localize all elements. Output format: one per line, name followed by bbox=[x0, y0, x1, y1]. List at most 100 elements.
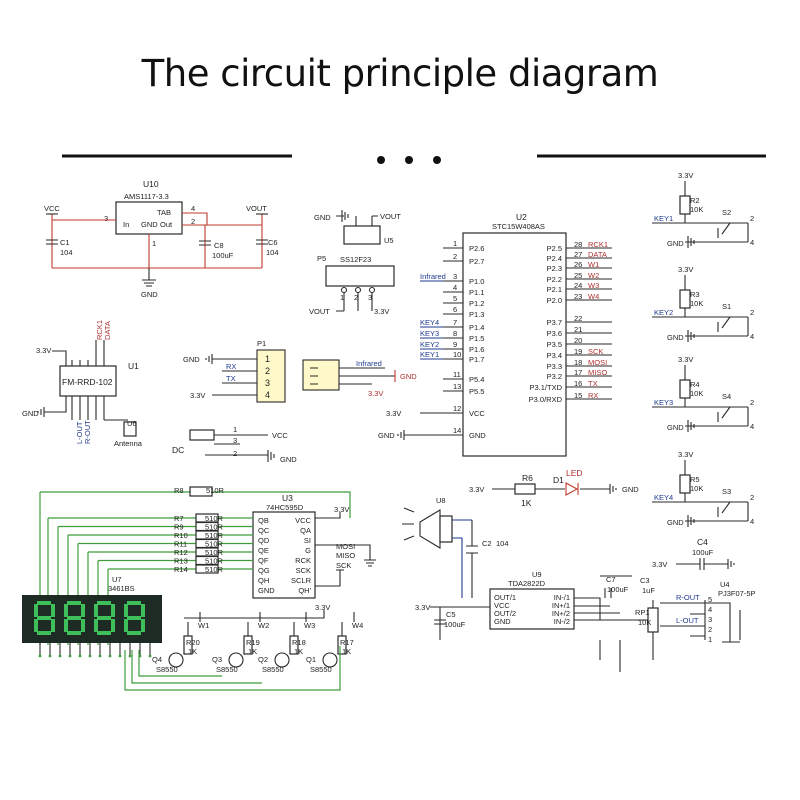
u2-pin-name: P1.5 bbox=[469, 334, 484, 343]
svg-text:4: 4 bbox=[708, 605, 712, 614]
segment bbox=[67, 631, 81, 635]
u2-pin-name: P3.7 bbox=[547, 318, 562, 327]
u2-pin-number: 10 bbox=[453, 350, 461, 359]
u3-pin-name: QH bbox=[258, 576, 269, 585]
segment bbox=[127, 601, 141, 605]
display-pin-dot bbox=[148, 654, 152, 658]
u2-pin-number: 1 bbox=[453, 239, 457, 248]
key-33v: 3.3V bbox=[678, 265, 693, 274]
segment bbox=[97, 601, 111, 605]
u2-vcc-33v: 3.3V bbox=[386, 409, 401, 418]
key-wire bbox=[652, 308, 749, 337]
u3-miso: MISO bbox=[336, 551, 355, 560]
segment bbox=[67, 616, 81, 620]
display-pin-dot bbox=[58, 654, 62, 658]
u9-part: TDA2822D bbox=[508, 579, 546, 588]
display-pin-dot bbox=[108, 654, 112, 658]
key-switch-ref: S1 bbox=[722, 302, 731, 311]
segment-resistor-ref: R7 bbox=[174, 514, 184, 523]
transistor-wire bbox=[293, 612, 307, 636]
u2-pin-number: 5 bbox=[453, 294, 457, 303]
u3-ref: U3 bbox=[282, 493, 293, 503]
segment bbox=[81, 619, 85, 632]
segment-resistor-ref: R10 bbox=[174, 531, 188, 540]
u3-part: 74HC595D bbox=[266, 503, 304, 512]
p1-pin4: 4 bbox=[265, 390, 270, 400]
u2-pin-name: VCC bbox=[469, 409, 485, 418]
display-digits bbox=[34, 601, 145, 635]
key-net: KEY1 bbox=[654, 214, 673, 223]
segment bbox=[67, 601, 81, 605]
key-resistor-ref: R5 bbox=[690, 475, 700, 484]
u2-net-label: KEY3 bbox=[420, 329, 439, 338]
u1-ref: U1 bbox=[128, 361, 139, 371]
key-gnd: GND bbox=[667, 518, 684, 527]
ir-33v: 3.3V bbox=[368, 389, 383, 398]
transistor-body bbox=[274, 652, 290, 668]
segment bbox=[124, 604, 128, 617]
u2-pin-number: 6 bbox=[453, 305, 457, 314]
u2-pin-name: P3.2 bbox=[547, 372, 562, 381]
u5-gnd: GND bbox=[314, 213, 331, 222]
transistor-ref: Q1 bbox=[306, 655, 316, 664]
u3-pin-name: QC bbox=[258, 526, 270, 535]
u2-pin-number: 20 bbox=[574, 336, 582, 345]
u10-pin3: 3 bbox=[104, 214, 108, 223]
u2-pin-number: 17 bbox=[574, 368, 582, 377]
key-resistor bbox=[679, 195, 691, 215]
segment bbox=[81, 604, 85, 617]
key-pin: 4 bbox=[750, 422, 754, 431]
display-pins bbox=[38, 643, 152, 658]
u2-pin-number: 25 bbox=[574, 271, 582, 280]
segment bbox=[64, 619, 68, 632]
u7-ref: U7 bbox=[112, 575, 122, 584]
key-resistor-ref: R3 bbox=[690, 290, 700, 299]
segment-resistor-val: 510R bbox=[205, 514, 224, 523]
u1-rck1: RCK1 bbox=[95, 320, 104, 340]
transistor-part: S8550 bbox=[310, 665, 332, 674]
u1-33v: 3.3V bbox=[36, 346, 51, 355]
u3-pin-name: VCC bbox=[295, 516, 311, 525]
u1-rout: R-OUT bbox=[83, 420, 92, 444]
base-resistor-ref: R19 bbox=[246, 638, 260, 647]
segment bbox=[34, 619, 38, 632]
u2-pin-name: P1.0 bbox=[469, 277, 484, 286]
u2-net-label: TX bbox=[588, 379, 598, 388]
rp1-val: 10K bbox=[638, 618, 651, 627]
key-gnd: GND bbox=[667, 333, 684, 342]
key-resistor-val: 10K bbox=[690, 484, 703, 493]
segment-resistor-val: 510R bbox=[205, 540, 224, 549]
u9-pin-name: OUT/1 bbox=[494, 593, 516, 602]
c4-val: 100uF bbox=[692, 548, 714, 557]
segment bbox=[94, 619, 98, 632]
u1-data: DATA bbox=[103, 321, 112, 340]
r8-ref: R8 bbox=[174, 486, 184, 495]
u2-pin-number: 18 bbox=[574, 358, 582, 367]
p1-pin1: 1 bbox=[265, 354, 270, 364]
u10-ref: U10 bbox=[143, 179, 159, 189]
c7-ref: C7 bbox=[606, 575, 616, 584]
segment bbox=[127, 616, 141, 620]
display-pin-dot bbox=[98, 654, 102, 658]
u2-net-label: KEY4 bbox=[420, 318, 439, 327]
segment bbox=[127, 631, 141, 635]
segment bbox=[97, 616, 111, 620]
u3-33v: 3.3V bbox=[334, 505, 349, 514]
p5-vout: VOUT bbox=[309, 307, 330, 316]
key-pin: 4 bbox=[750, 517, 754, 526]
led-label: LED bbox=[566, 468, 583, 478]
led-d1: D1 bbox=[553, 475, 564, 485]
u3-pin-name: SCLR bbox=[291, 576, 312, 585]
p1-rx: RX bbox=[226, 362, 236, 371]
shift-register-u3: U3 74HC595D QBQCQDQEQFQGQHGNDVCCQASIGRCK… bbox=[252, 493, 376, 599]
segment bbox=[111, 604, 115, 617]
dc-jack: 1 3 2 VCC GND DC bbox=[172, 425, 297, 464]
key-net: KEY4 bbox=[654, 493, 673, 502]
dc-pin2: 2 bbox=[233, 449, 237, 458]
key-wire bbox=[652, 214, 749, 243]
u2-left-pins: 1P2.62P2.73P1.0Infrared4P1.15P1.26P1.37P… bbox=[420, 239, 486, 440]
u10-in: In bbox=[123, 220, 129, 229]
